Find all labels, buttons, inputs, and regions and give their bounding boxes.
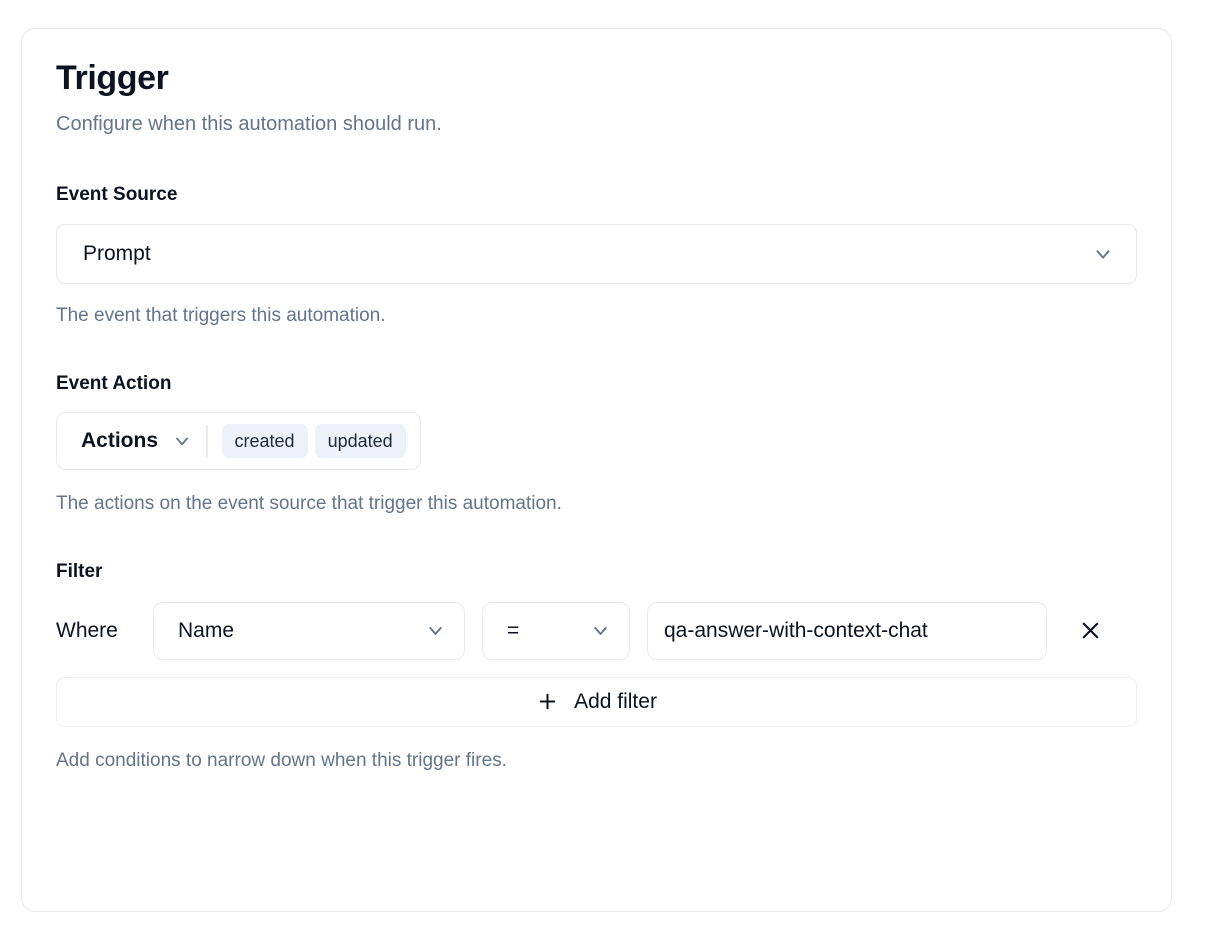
event-source-section: Event Source Prompt The event that trigg… [56, 184, 1137, 328]
event-source-value: Prompt [83, 241, 151, 265]
plus-icon [536, 690, 559, 713]
event-action-label: Event Action [56, 372, 172, 394]
event-action-trigger-label: Actions [81, 429, 159, 453]
event-source-label: Event Source [56, 184, 178, 206]
filter-operator-value: = [507, 618, 520, 642]
event-action-chip[interactable]: created [221, 424, 308, 459]
chevron-down-icon [425, 620, 446, 641]
filter-field-select[interactable]: Name [153, 601, 465, 660]
chevron-down-icon [1092, 243, 1114, 265]
chevron-down-icon [590, 620, 611, 641]
event-action-chip-list: created updated [221, 424, 406, 459]
page-title: Trigger [56, 59, 169, 97]
event-action-chip[interactable]: updated [314, 424, 406, 459]
remove-filter-button[interactable] [1070, 611, 1110, 651]
divider [206, 425, 208, 458]
filter-help: Add conditions to narrow down when this … [56, 749, 507, 771]
filter-value-input[interactable] [647, 601, 1047, 660]
add-filter-label: Add filter [574, 689, 657, 713]
event-action-multiselect[interactable]: Actions created updated [56, 412, 421, 471]
close-icon [1079, 619, 1102, 642]
filter-label: Filter [56, 561, 103, 583]
filter-section: Filter Where Name = [56, 561, 1137, 773]
where-label: Where [56, 618, 118, 642]
filter-row: Where Name = [56, 601, 1137, 660]
event-action-trigger[interactable]: Actions [81, 429, 192, 453]
event-action-help: The actions on the event source that tri… [56, 493, 562, 515]
event-source-select[interactable]: Prompt [56, 223, 1137, 284]
chevron-down-icon [172, 431, 192, 451]
page-subtitle: Configure when this automation should ru… [56, 113, 442, 136]
trigger-card: Trigger Configure when this automation s… [21, 28, 1172, 912]
event-action-section: Event Action Actions created updated The… [56, 373, 1137, 517]
add-filter-button[interactable]: Add filter [56, 676, 1137, 727]
filter-operator-select[interactable]: = [482, 601, 630, 660]
filter-field-value: Name [178, 618, 235, 642]
event-source-help: The event that triggers this automation. [56, 304, 386, 326]
